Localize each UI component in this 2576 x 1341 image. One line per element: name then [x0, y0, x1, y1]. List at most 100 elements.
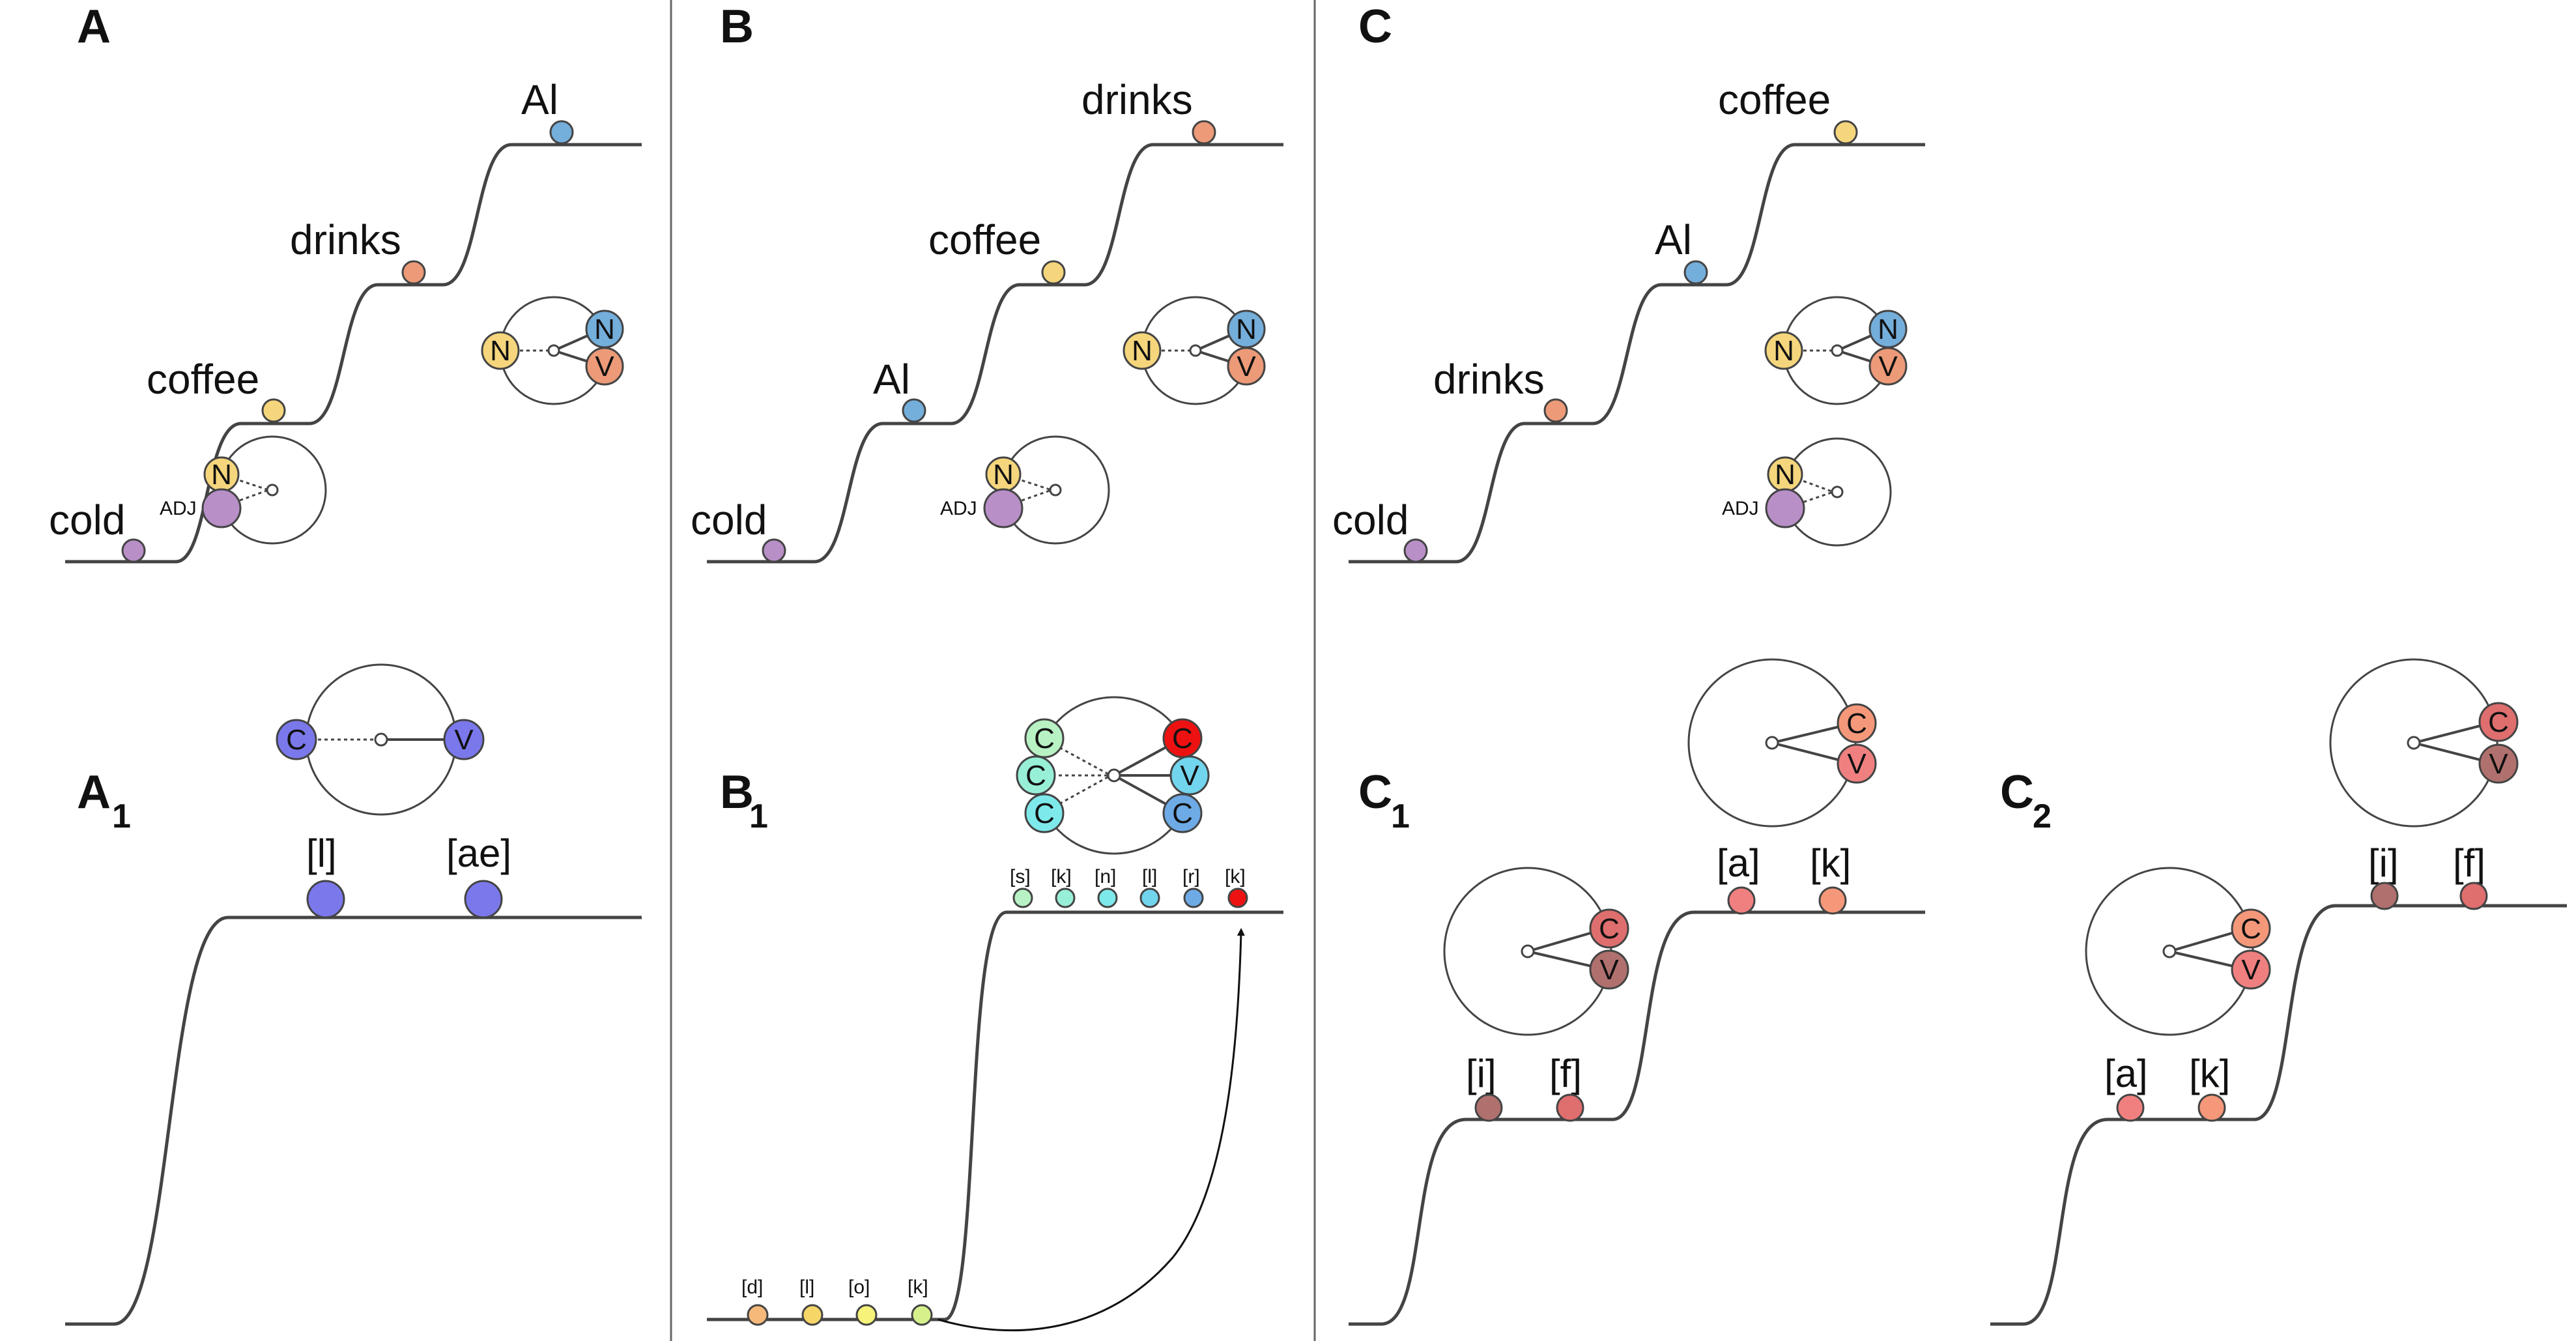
staircase-b	[707, 143, 1283, 564]
node-v-b1-label: V	[1180, 760, 1199, 792]
attractor-adj-c: N ADJ	[1722, 437, 1892, 547]
phone-c1-low-2: [f]	[1549, 1052, 1582, 1095]
word-c-1: cold	[1332, 497, 1409, 543]
phone-c2-low-1: [a]	[2104, 1052, 2148, 1095]
phone-dot-k-c2	[2197, 1093, 2226, 1122]
node-c1-b1-label: C	[1034, 723, 1055, 755]
attractor-n-nv-c: N N V	[1764, 296, 1908, 405]
node-adj-a	[201, 488, 242, 528]
attractor-cv-c1-high: C V	[1687, 658, 1877, 828]
phone-dot-f-c2	[2459, 882, 2488, 910]
attractor-n-nv-a: N N V	[481, 296, 624, 405]
phone-dot-k-c1	[1818, 886, 1847, 915]
curve-c1	[1349, 910, 1925, 1326]
phone-dot-l	[801, 1304, 823, 1326]
word-dot-drinks-b	[1192, 120, 1216, 145]
phone-a1-2: [ae]	[446, 831, 511, 875]
word-c-4: coffee	[1718, 76, 1831, 123]
phone-dot-n	[1097, 887, 1118, 908]
panel-c1: C 1 [i] [f] [a] [k] C V C V	[1349, 658, 1925, 1326]
curve-c2	[1990, 904, 2567, 1326]
attractor-cv-a1: C V	[276, 663, 485, 816]
word-b-3: coffee	[928, 216, 1041, 263]
phone-dot-a-c2	[2116, 1093, 2145, 1122]
node-c4-b1-label: C	[1172, 723, 1193, 755]
word-b-2: Al	[873, 356, 910, 403]
phone-b1-high-5: [r]	[1182, 866, 1200, 887]
panel-label-a1: A	[77, 766, 111, 818]
node-c3-b1-label: C	[1034, 798, 1055, 829]
node-n-adj-b-label: N	[993, 459, 1014, 491]
phone-c2-high-2: [f]	[2453, 841, 2485, 885]
word-a-3: drinks	[290, 216, 401, 263]
attractor-ccc-vcc-b1: C C C C V C	[1016, 696, 1210, 855]
node-adj-b-label: ADJ	[940, 498, 977, 519]
panel-sub-c1: 1	[1391, 798, 1410, 835]
phone-dot-k-red	[1227, 887, 1248, 908]
phone-dot-l-high	[1139, 887, 1160, 908]
panel-label-a: A	[77, 1, 111, 53]
phone-dot-s	[1012, 887, 1033, 908]
phone-c2-high-1: [i]	[2368, 841, 2399, 885]
panel-label-c2: C	[2000, 766, 2034, 818]
node-n-a-label: N	[490, 335, 511, 367]
word-c-2: drinks	[1433, 356, 1545, 403]
phone-b1-high-3: [n]	[1095, 866, 1116, 887]
phone-dot-o	[855, 1304, 878, 1326]
panel-sub-b1: 1	[749, 798, 768, 835]
node-n-b-label: N	[1132, 335, 1152, 367]
phone-b1-high-6: [k]	[1225, 866, 1246, 887]
node-c5-b1-label: C	[1172, 798, 1193, 829]
phone-c1-low-1: [i]	[1466, 1052, 1496, 1095]
node-v-a-label: V	[595, 351, 614, 382]
word-b-4: drinks	[1081, 76, 1193, 123]
node-n-a	[481, 331, 520, 370]
word-c-3: Al	[1655, 216, 1692, 263]
panel-label-c1: C	[1358, 766, 1392, 818]
node-v-c1-high-label: V	[1847, 748, 1867, 780]
phone-dot-f-c1	[1556, 1093, 1584, 1122]
phone-b1-low-2: [l]	[799, 1276, 814, 1298]
panel-sub-a1: 1	[112, 798, 131, 835]
word-dot-coffee	[261, 398, 286, 423]
phone-dot-ae-a1	[464, 880, 503, 919]
phone-dot-i-c2	[2370, 882, 2399, 910]
panel-a1: A 1 [l] [ae] C V	[65, 663, 642, 1326]
node-c-c2-high-label: C	[2488, 706, 2509, 738]
attractor-adj-b: N ADJ	[940, 435, 1110, 545]
node-nn-a-label: N	[594, 313, 615, 345]
panel-sub-c2: 2	[2033, 798, 2052, 835]
attractor-n-nv-b: N N V	[1123, 296, 1266, 405]
word-dot-coffee-b	[1041, 260, 1066, 285]
node-v-c1-low-label: V	[1599, 954, 1619, 986]
node-n-c-label: N	[1773, 335, 1794, 367]
word-dot-drinks-c	[1543, 398, 1568, 423]
attractor-cv-c1-low: C V	[1443, 867, 1629, 1036]
panel-label-c: C	[1358, 1, 1392, 53]
word-dot-al-c	[1683, 260, 1708, 285]
curve-b1	[707, 910, 1283, 1321]
word-dot-cold	[121, 538, 146, 563]
node-v-c-label: V	[1878, 351, 1898, 382]
word-dot-coffee-c	[1833, 120, 1858, 145]
phone-dot-k-high	[1055, 887, 1076, 908]
node-c2-b1-label: C	[1025, 760, 1046, 792]
phone-c1-high-1: [a]	[1717, 841, 1760, 885]
phone-dot-d	[747, 1304, 769, 1326]
word-a-2: coffee	[147, 356, 259, 403]
panel-label-b: B	[720, 1, 754, 53]
phone-dot-k-low	[911, 1304, 933, 1326]
node-v-c2-high-label: V	[2489, 748, 2508, 780]
phone-dot-a-c1	[1727, 886, 1756, 915]
phone-b1-high-4: [l]	[1142, 866, 1157, 887]
phone-c1-high-2: [k]	[1810, 841, 1851, 885]
phone-dot-l-a1	[306, 880, 345, 919]
phone-dot-r	[1183, 887, 1204, 908]
node-n-adj-a-label: N	[211, 459, 232, 491]
node-n-adj-c-label: N	[1775, 459, 1796, 491]
node-v-a1-label: V	[454, 724, 474, 756]
node-adj-c-label: ADJ	[1722, 498, 1759, 519]
panel-c: C cold drinks Al coffee N N V	[1332, 1, 1925, 564]
node-v-b-label: V	[1237, 351, 1256, 382]
panel-label-b1: B	[720, 766, 754, 818]
